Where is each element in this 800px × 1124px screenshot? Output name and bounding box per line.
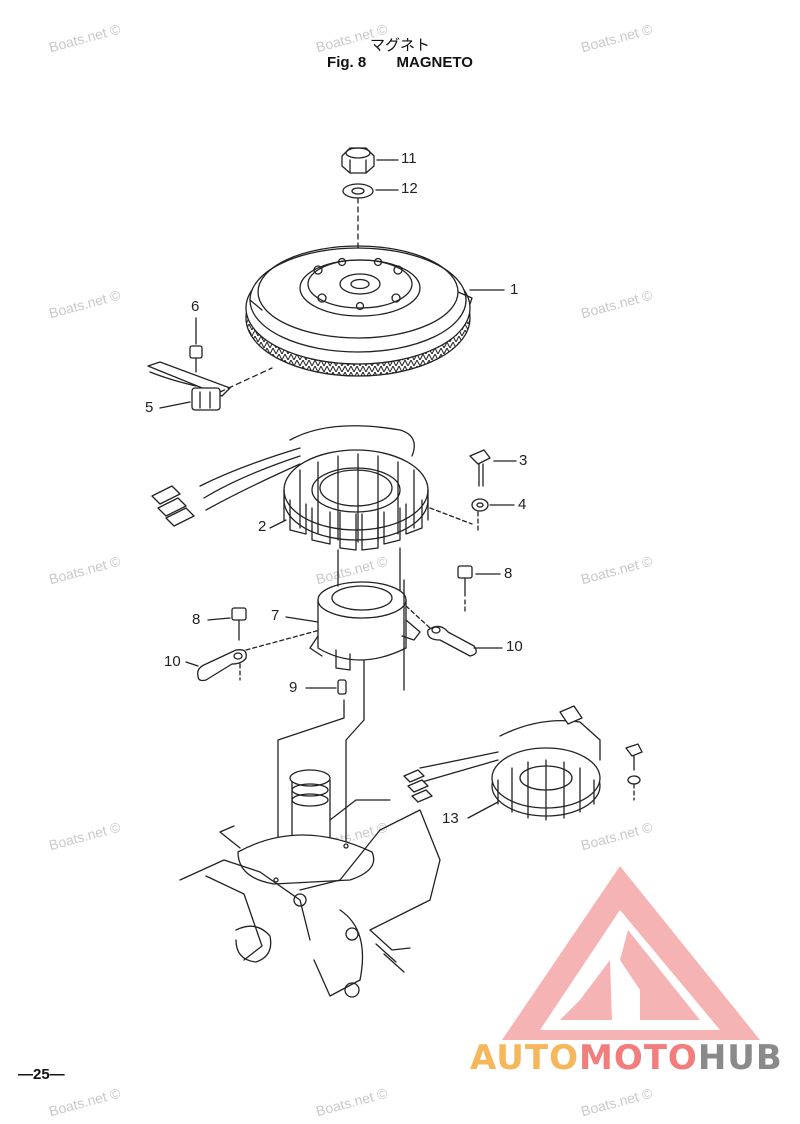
pulser-coil-part [147,361,273,411]
callout-5: 5 [145,399,154,416]
callout-7: 7 [271,607,280,624]
figure-title-japanese: マグネト [369,36,430,54]
callout-8-right: 8 [504,565,513,582]
callout-6: 6 [191,298,200,315]
figure-name: MAGNETO [396,54,473,71]
callout-1: 1 [510,281,519,298]
callout-4: 4 [518,496,527,513]
callout-12: 12 [401,180,418,197]
lock-washer-part [471,498,489,512]
callout-11: 11 [401,150,417,167]
stator-bracket-part [309,581,421,671]
flywheel-part [245,245,473,377]
ground-lead-right [427,625,477,657]
ground-lead-left [197,649,247,682]
figure-title: Fig. 8 MAGNETO [0,54,800,71]
callout-9: 9 [289,679,298,696]
washer-part [342,183,374,199]
automotohub-logo-mark [502,866,760,1040]
automotohub-logo-text: AUTOMOTOHUB [470,1038,783,1078]
pin-part [337,679,347,695]
bolt-left-part [231,607,247,641]
bolt-right-part [457,565,473,597]
callout-10-left: 10 [164,653,181,670]
figure-number: Fig. 8 [327,54,367,71]
logo-part-hub: HUB [697,1038,783,1078]
screw-part [469,449,491,487]
logo-part-moto: MOTO [578,1038,698,1078]
callout-8-left: 8 [192,611,201,628]
engine-block-part [179,769,441,998]
logo-part-auto: AUTO [470,1038,579,1078]
callout-3: 3 [519,452,528,469]
callout-2: 2 [258,518,267,535]
bolt-part [189,345,203,373]
alternate-stator-part [403,705,643,821]
callout-13: 13 [442,810,459,827]
stator-part [199,425,429,551]
nut-part [341,147,375,174]
connector-terminals [151,485,195,527]
callout-10-right: 10 [506,638,523,655]
page-number: —25— [18,1066,65,1083]
